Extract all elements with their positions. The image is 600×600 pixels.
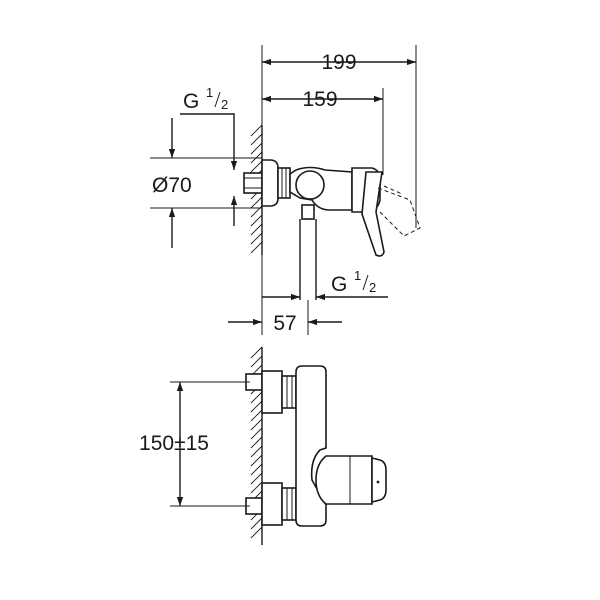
lower-connection: [245, 482, 297, 526]
label-inlet-thread: G 1 2: [183, 85, 228, 113]
wall-hatch-line: [250, 355, 263, 368]
wall-hatch-line: [250, 142, 263, 155]
wall-hatch-line: [250, 400, 263, 413]
wall-hatch-line: [250, 391, 263, 404]
wall-hatch-line: [250, 346, 263, 359]
wall-hatch-line: [250, 133, 263, 146]
wall-hatch-line: [250, 223, 263, 236]
inlet-thread-prefix: G: [183, 90, 199, 113]
wall-hatch-line: [250, 124, 263, 137]
wall-hatch-line: [250, 214, 263, 227]
label-57: 57: [273, 312, 296, 335]
lever-alt-position: [377, 185, 421, 237]
outlet-thread-denominator: 2: [369, 280, 376, 295]
wall-hatch-line: [250, 517, 263, 530]
label-diameter: Ø70: [152, 174, 192, 197]
dim-inlet-thread: [180, 113, 238, 226]
dim-diameter: [150, 118, 262, 248]
wall-hatch-line: [250, 427, 263, 440]
upper-connection: [245, 370, 297, 414]
label-159: 159: [302, 88, 337, 111]
wall-hatch-line: [250, 409, 263, 422]
side-view: [150, 45, 421, 335]
inlet-nipple: [243, 172, 263, 194]
wall-hatch-line: [250, 196, 263, 209]
wall-hatch-line: [250, 160, 263, 173]
inlet-thread-denominator: 2: [221, 97, 228, 112]
wall-hatch-line: [250, 472, 263, 485]
front-view: [170, 346, 387, 545]
wall-hatch-line: [250, 463, 263, 476]
wall-hatch-line: [250, 445, 263, 458]
label-outlet-thread: G 1 2: [331, 268, 376, 296]
wall-hatch-line: [250, 418, 263, 431]
outlet-thread-prefix: G: [331, 273, 347, 296]
wall-hatch-line: [250, 232, 263, 245]
wall-hatch-line: [250, 481, 263, 494]
wall-hatch-line: [250, 436, 263, 449]
escutcheon-side: [261, 159, 291, 207]
mixer-body-front: [295, 365, 387, 527]
wall-hatch-line: [250, 454, 263, 467]
outlet-thread-numerator: 1: [354, 268, 361, 283]
wall-hatch-line: [250, 526, 263, 539]
inlet-thread-numerator: 1: [206, 85, 213, 100]
wall-hatch-line: [250, 241, 263, 254]
dim-150: [170, 381, 250, 507]
label-199: 199: [321, 51, 356, 74]
mixer-body-side: [289, 166, 385, 300]
label-150: 150±15: [139, 432, 209, 455]
